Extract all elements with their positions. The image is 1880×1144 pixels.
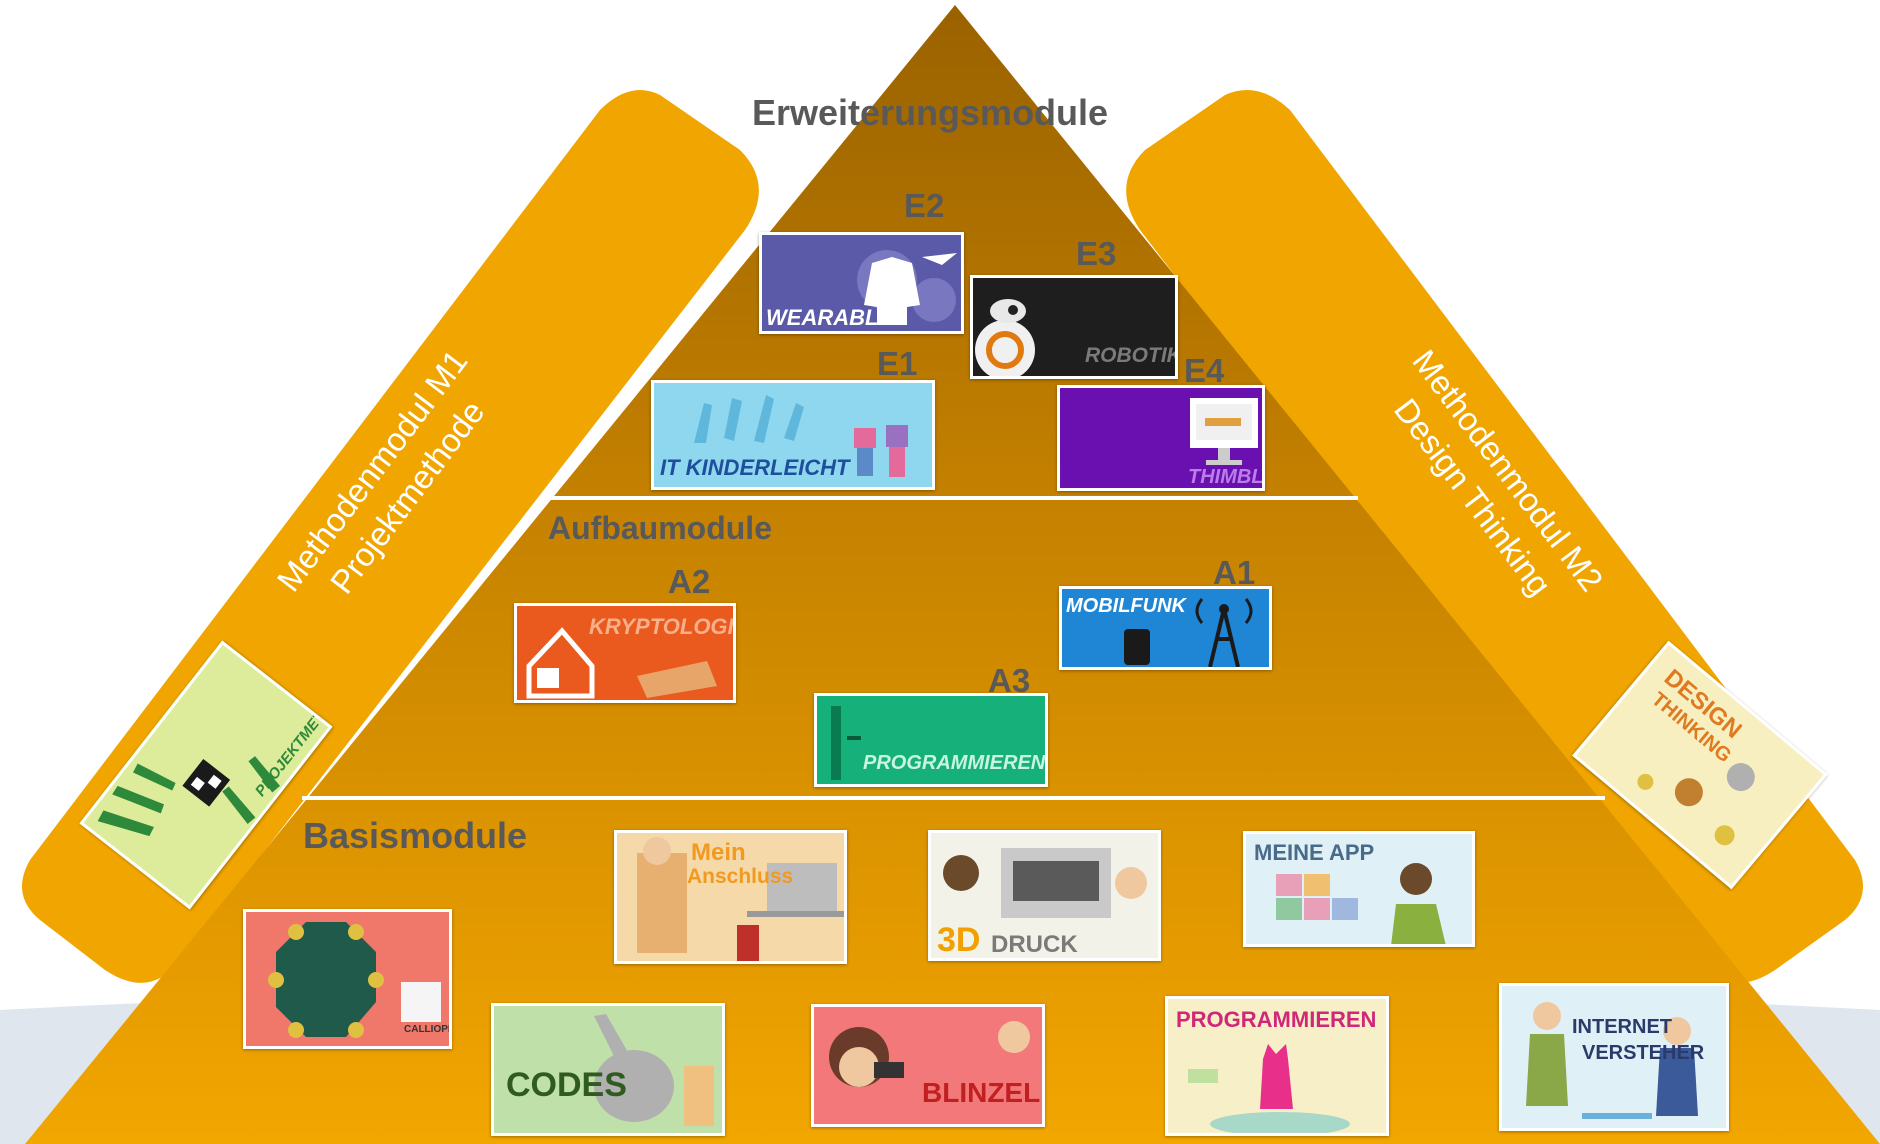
blinzeln-caption: BLINZELN [922, 1077, 1042, 1108]
module-tile-wearable[interactable]: WEARABLE [759, 232, 964, 334]
robot-icon [975, 299, 1035, 376]
module-tile-projektmethode[interactable]: PROJEKTMETHODE [79, 640, 333, 910]
robotik-caption: ROBOTIK [1085, 344, 1178, 367]
hands-puzzle-icon [97, 756, 281, 837]
module-tile-programmieren2[interactable]: PROGRAMMIEREN II [814, 693, 1048, 787]
mein-anschluss-caption-1: Mein [691, 839, 746, 866]
envelope-lock-icon [526, 627, 717, 699]
binoculars-icon [829, 1021, 1030, 1087]
monitor-icon [1190, 398, 1258, 465]
code-e4: E4 [1184, 352, 1225, 389]
people-network-icon [1526, 1002, 1698, 1119]
code-a3: A3 [988, 662, 1031, 699]
module-tile-mobilfunk[interactable]: MOBILFUNK [1059, 586, 1272, 670]
druck-caption: DRUCK [991, 931, 1078, 958]
module-tile-calliope[interactable]: CALLIOPE [243, 909, 452, 1049]
calliope-caption: CALLIOPE [404, 1024, 452, 1035]
code-e2: E2 [904, 187, 945, 224]
it-kinderleicht-caption: IT KINDERLEICHT [660, 455, 850, 480]
module-tile-design-thinking[interactable]: DESIGN THINKING [1572, 640, 1828, 890]
level-label-basismodule: Basismodule [303, 815, 528, 856]
module-tile-thimble[interactable]: THIMBLE [1057, 385, 1265, 491]
module-tile-mein-anschluss[interactable]: Mein Anschluss [614, 830, 847, 964]
code-e1: E1 [877, 345, 918, 382]
mobilfunk-caption: MOBILFUNK [1066, 595, 1186, 617]
3d-caption: 3D [937, 921, 981, 959]
level-label-aufbaumodule: Aufbaumodule [548, 510, 772, 546]
circuit-board-icon [268, 922, 441, 1038]
module-tile-it-kinderleicht[interactable]: IT KINDERLEICHT [651, 380, 935, 490]
wearable-caption: WEARABLE [766, 305, 894, 330]
rabbit-icon [594, 1014, 714, 1126]
module-tile-robotik[interactable]: ROBOTIK [970, 275, 1178, 379]
internet-caption-2: VERSTEHER [1582, 1042, 1705, 1064]
mein-anschluss-caption-2: Anschluss [687, 865, 794, 888]
app-blocks-icon [1276, 863, 1446, 944]
level-label-erweiterungsmodule: Erweiterungsmodule [752, 92, 1109, 133]
codes-caption: CODES [506, 1066, 627, 1104]
antenna-icon [1124, 598, 1253, 667]
code-e3: E3 [1076, 235, 1117, 272]
code-blocks-icon [831, 706, 861, 780]
module-tile-codes[interactable]: CODES [491, 1003, 725, 1136]
thimble-caption: THIMBLE [1188, 466, 1264, 488]
module-tile-blinzeln[interactable]: BLINZELN [811, 1004, 1045, 1127]
internet-caption-1: INTERNET [1572, 1016, 1672, 1038]
programmieren2-caption: PROGRAMMIEREN II [863, 752, 1048, 774]
cat-icon [1188, 1044, 1350, 1133]
design-thinking-icon [1637, 763, 1755, 846]
laptop-person-icon [637, 837, 844, 961]
code-a1: A1 [1213, 554, 1256, 591]
module-tile-programmieren[interactable]: PROGRAMMIEREN [1165, 996, 1389, 1136]
kryptologie-caption: KRYPTOLOGIE [589, 614, 736, 639]
module-tile-3d-druck[interactable]: 3D DRUCK [928, 830, 1161, 961]
code-a2: A2 [668, 563, 711, 600]
module-tile-kryptologie[interactable]: KRYPTOLOGIE [514, 603, 736, 703]
printer-icon [943, 848, 1147, 918]
children-icon [694, 395, 908, 477]
shirt-icon [857, 250, 957, 325]
programmieren-caption: PROGRAMMIEREN [1176, 1007, 1377, 1032]
module-tile-meine-app[interactable]: MEINE APP [1243, 831, 1475, 947]
meine-app-caption: MEINE APP [1254, 840, 1375, 865]
module-tile-internet-versteher[interactable]: INTERNET VERSTEHER [1499, 983, 1729, 1131]
